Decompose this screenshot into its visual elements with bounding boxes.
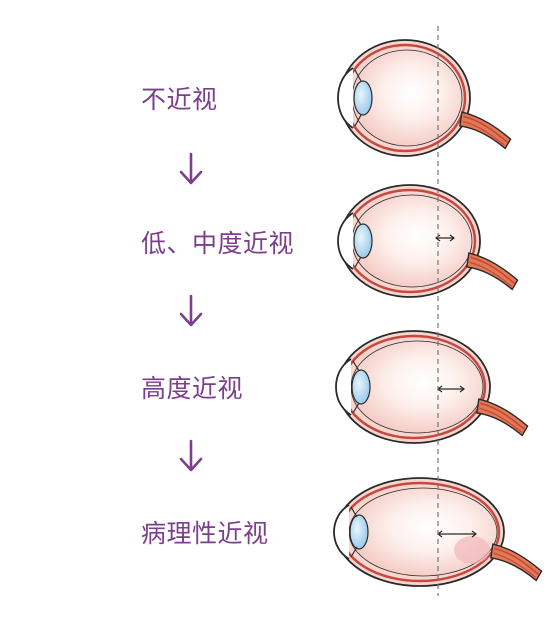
down-arrow-icon bbox=[179, 439, 203, 472]
eye-normal bbox=[337, 39, 515, 157]
down-arrow-icon bbox=[179, 294, 203, 327]
stage-label-low-moderate-myopia: 低、中度近视 bbox=[141, 229, 295, 258]
eye-low-moderate-myopia bbox=[337, 184, 522, 298]
down-arrow-icon bbox=[179, 152, 203, 185]
stage-label-normal: 不近视 bbox=[141, 85, 218, 114]
stage-label-pathological-myopia: 病理性近视 bbox=[141, 519, 269, 548]
eye-high-myopia bbox=[335, 330, 532, 444]
eye-pathological-myopia bbox=[333, 477, 546, 587]
stage-label-high-myopia: 高度近视 bbox=[141, 374, 244, 403]
